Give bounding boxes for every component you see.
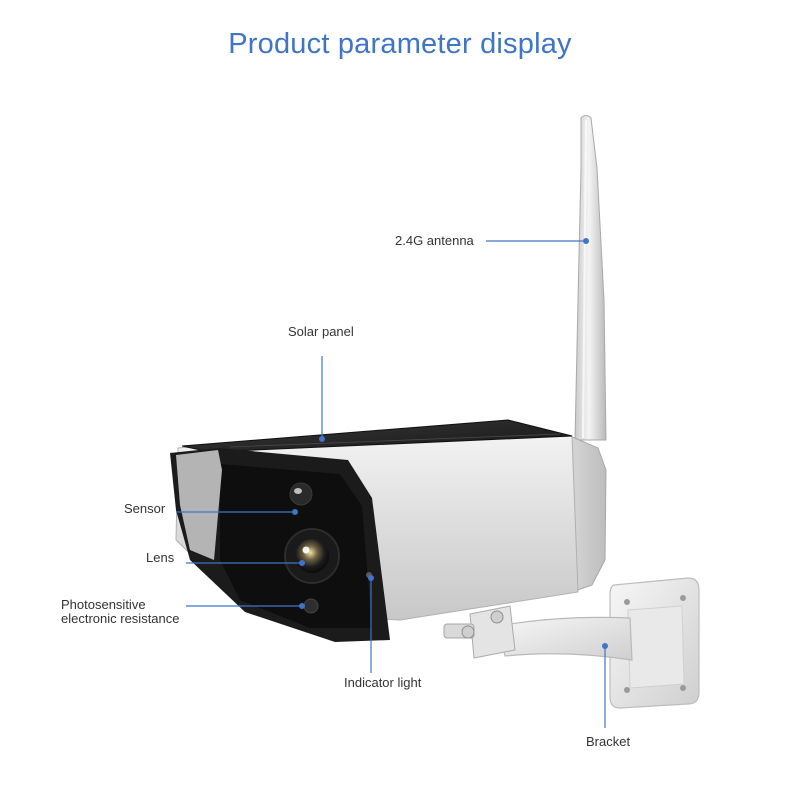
bracket (443, 577, 700, 709)
antenna (574, 115, 607, 441)
label-photosensitive-line2: electronic resistance (61, 611, 180, 626)
sensor (289, 482, 313, 506)
label-photosensitive-line1: Photosensitive (61, 597, 146, 612)
label-sensor: Sensor (124, 501, 166, 516)
label-lens: Lens (146, 550, 175, 565)
camera-body (170, 419, 607, 642)
page-title: Product parameter display (228, 28, 572, 60)
label-antenna: 2.4G antenna (395, 233, 474, 248)
label-solar-panel: Solar panel (288, 324, 354, 339)
lens (284, 528, 340, 584)
photosensitive-resistor (303, 598, 319, 614)
label-photosensitive: Photosensitive electronic resistance (61, 598, 180, 626)
callout-lines (176, 238, 608, 728)
label-indicator-light: Indicator light (344, 675, 422, 690)
label-bracket: Bracket (586, 734, 631, 749)
